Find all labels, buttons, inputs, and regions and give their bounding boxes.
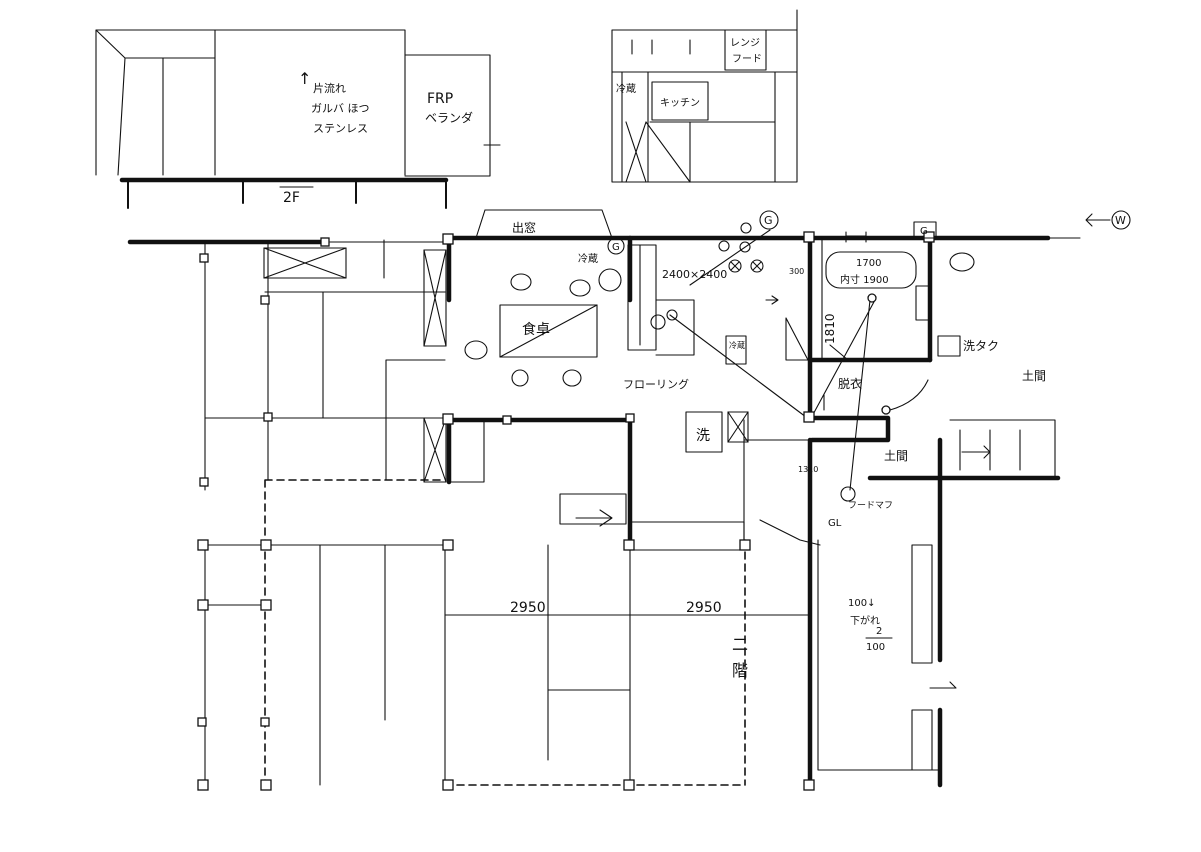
kitchen-size: 2400×2400 [662, 268, 727, 281]
dim-2950-b: 2950 [686, 600, 722, 616]
dim-1810: 1810 [823, 313, 837, 344]
fraction-top: 2 [876, 626, 882, 637]
bay-window-label: 出窓 [512, 220, 536, 235]
dim-300: 300 [789, 267, 804, 276]
roof-arrow-text: ↑ [298, 69, 311, 88]
dining-table-label: 食卓 [522, 321, 550, 338]
water-meter-icon: W [1085, 210, 1131, 230]
roof-note-line3: ステンレス [313, 122, 368, 135]
flooring-label: フローリング [623, 377, 689, 391]
range-hood-1: レンジ [730, 38, 760, 49]
frp-label: FRP [427, 91, 453, 107]
bath-size-1: 1700 [856, 258, 881, 269]
lavatory-label: 洗 [696, 428, 710, 444]
fridge-label: 冷蔵 [578, 252, 598, 265]
w-mark: W [1115, 214, 1126, 227]
kitchen-elev-label: キッチン [660, 97, 700, 109]
dim-2950-a: 2950 [510, 600, 546, 616]
doma-1: 土間 [1022, 369, 1046, 383]
g-mark-2: G [612, 242, 620, 253]
second-floor-2: 階 [732, 661, 748, 680]
dressing-label: 脱衣 [838, 376, 862, 391]
fridge-small: 冷蔵 [729, 340, 745, 350]
main-plan: 出窓 食卓 フローリング 冷蔵 2400×2400 300 [127, 209, 1081, 791]
gas-meter-icon: G G G [607, 210, 937, 255]
g-mark-1: G [764, 214, 773, 227]
floor2-label: 2F [283, 190, 300, 206]
bath-size-2: 内寸 1900 [840, 273, 889, 286]
laundry-label: 洗タク [963, 339, 999, 353]
kitchen-elevation: レンジ フード 冷蔵 キッチン [611, 9, 798, 183]
gl-label: GL [828, 518, 842, 529]
range-hood-2: フード [732, 54, 762, 65]
veranda-label: ベランダ [425, 110, 473, 125]
doma-2: 土間 [884, 449, 908, 463]
door-swing-icon [823, 231, 867, 411]
g-mark-3: G [920, 226, 928, 237]
roof-note-line2: ガルバ ほつ [311, 102, 370, 115]
slope-note-2: 下がれ [850, 614, 880, 627]
fraction-bottom: 100 [866, 642, 885, 653]
fridge-elev: 冷蔵 [616, 82, 636, 95]
second-floor-1: 二 [732, 635, 748, 654]
slope-note-1: 100↓ [848, 598, 875, 609]
footnote-label: フードマフ [848, 501, 893, 511]
second-floor-roof-block: ↑ 片流れ ガルバ ほつ ステンレス FRP ベランダ 2F [95, 29, 501, 209]
roof-note-line1: 片流れ [313, 81, 346, 95]
